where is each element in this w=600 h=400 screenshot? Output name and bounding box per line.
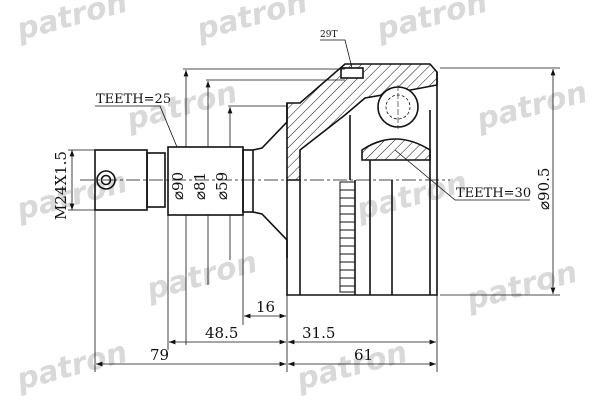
len-48-5-label: 48.5 <box>205 324 238 342</box>
dia-81-label: ⌀81 <box>191 172 209 200</box>
watermark: patron <box>372 0 491 48</box>
dimension-labels: TEETH=25 TEETH=30 29T M24X1.5 ⌀90 ⌀81 ⌀5… <box>52 30 553 364</box>
part-outline <box>80 63 450 296</box>
teeth-right-label: TEETH=30 <box>456 186 531 201</box>
len-31-5-label: 31.5 <box>302 324 335 342</box>
abs-teeth-label: 29T <box>320 30 337 40</box>
dimension-lines <box>68 39 560 372</box>
watermark: patron <box>12 335 131 398</box>
watermark: patron <box>462 255 581 318</box>
teeth-left-label: TEETH=25 <box>96 92 171 107</box>
thread-label: M24X1.5 <box>52 151 70 220</box>
watermark: patron <box>472 75 591 138</box>
watermark: patron <box>292 335 411 398</box>
dia-90-5-label: ⌀90.5 <box>535 168 553 210</box>
len-16-label: 16 <box>256 298 275 316</box>
watermark: patron <box>192 0 311 48</box>
abs-ring <box>339 181 356 293</box>
len-61-label: 61 <box>354 346 373 364</box>
watermark: patron <box>12 0 131 48</box>
dia-90-label: ⌀90 <box>169 172 187 200</box>
dia-59-label: ⌀59 <box>213 172 231 200</box>
len-79-label: 79 <box>150 346 169 364</box>
